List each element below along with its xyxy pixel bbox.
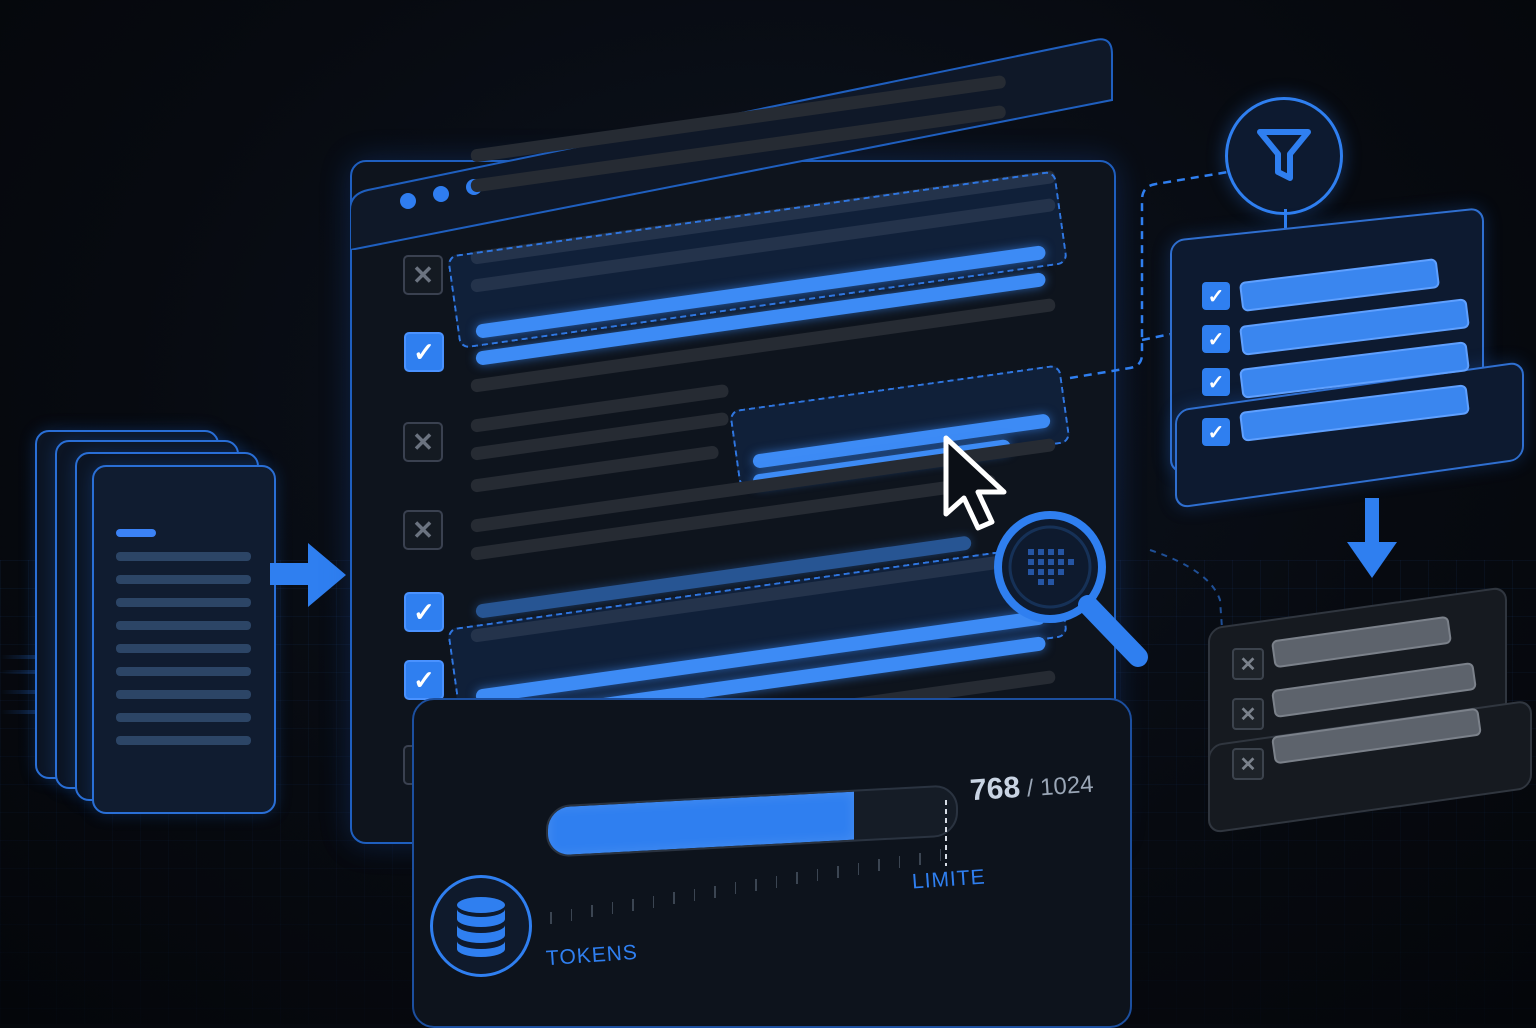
scale-tick bbox=[693, 888, 695, 901]
kept-row-check[interactable]: ✓ bbox=[1202, 282, 1230, 310]
scale-tick bbox=[775, 875, 777, 888]
scale-tick bbox=[734, 882, 736, 895]
check-icon: ✓ bbox=[1207, 328, 1225, 351]
scale-tick bbox=[611, 902, 613, 915]
database-icon-badge bbox=[430, 875, 532, 977]
scale-tick bbox=[591, 905, 593, 918]
database-icon bbox=[457, 897, 505, 957]
window-dot-2[interactable] bbox=[433, 186, 449, 202]
limit-label: LIMITE bbox=[911, 865, 987, 894]
scale-tick bbox=[550, 912, 552, 924]
scale-tick bbox=[857, 862, 859, 875]
token-used: 768 bbox=[968, 770, 1022, 808]
check-icon: ✓ bbox=[413, 664, 435, 695]
scale-tick bbox=[570, 908, 572, 921]
scale-tick bbox=[919, 852, 921, 865]
window-dot-1[interactable] bbox=[400, 193, 416, 209]
row-checkbox-rejected[interactable]: ✕ bbox=[403, 510, 443, 550]
scale-tick bbox=[837, 865, 839, 878]
row-checkbox-rejected[interactable]: ✕ bbox=[403, 255, 443, 295]
rejected-row-x[interactable]: ✕ bbox=[1232, 748, 1264, 780]
scale-tick bbox=[939, 849, 941, 862]
row-checkbox-selected[interactable]: ✓ bbox=[404, 332, 444, 372]
scale-tick bbox=[796, 872, 798, 885]
document-icon bbox=[92, 465, 276, 814]
row-checkbox-rejected[interactable]: ✕ bbox=[403, 422, 443, 462]
arrow-down-icon bbox=[1347, 498, 1397, 578]
x-icon: ✕ bbox=[1239, 703, 1257, 726]
row-checkbox-selected[interactable]: ✓ bbox=[404, 592, 444, 632]
kept-row-check[interactable]: ✓ bbox=[1202, 368, 1230, 396]
x-icon: ✕ bbox=[1239, 753, 1257, 776]
scale-tick bbox=[898, 855, 900, 868]
x-icon: ✕ bbox=[412, 259, 434, 290]
rejected-row-x[interactable]: ✕ bbox=[1232, 648, 1264, 680]
magnifier-icon[interactable] bbox=[990, 505, 1160, 680]
scale-tick bbox=[652, 895, 654, 908]
rejected-row-x[interactable]: ✕ bbox=[1232, 698, 1264, 730]
kept-row-check[interactable]: ✓ bbox=[1202, 418, 1230, 446]
filter-connector bbox=[1069, 170, 1229, 629]
check-icon: ✓ bbox=[413, 336, 435, 367]
check-icon: ✓ bbox=[1207, 285, 1225, 308]
scale-tick bbox=[673, 892, 675, 905]
kept-row-check[interactable]: ✓ bbox=[1202, 325, 1230, 353]
row-checkbox-selected[interactable]: ✓ bbox=[404, 660, 444, 700]
check-icon: ✓ bbox=[1207, 421, 1225, 444]
scale-tick bbox=[816, 869, 818, 882]
scale-tick bbox=[714, 885, 716, 898]
scale-tick bbox=[878, 859, 880, 872]
x-icon: ✕ bbox=[412, 426, 434, 457]
cursor-icon bbox=[943, 435, 1007, 531]
check-icon: ✓ bbox=[1207, 371, 1225, 394]
x-icon: ✕ bbox=[412, 514, 434, 545]
token-panel bbox=[412, 698, 1132, 1028]
filter-badge[interactable] bbox=[1225, 97, 1343, 215]
check-icon: ✓ bbox=[413, 596, 435, 627]
funnel-stem bbox=[1284, 209, 1287, 239]
arrow-right-icon bbox=[270, 543, 346, 607]
scale-tick bbox=[632, 898, 634, 911]
limit-marker bbox=[945, 800, 947, 866]
token-total: 1024 bbox=[1039, 770, 1095, 802]
token-separator: / bbox=[1019, 774, 1042, 803]
scale-tick bbox=[755, 879, 757, 891]
funnel-icon bbox=[1257, 129, 1311, 181]
x-icon: ✕ bbox=[1239, 653, 1257, 676]
